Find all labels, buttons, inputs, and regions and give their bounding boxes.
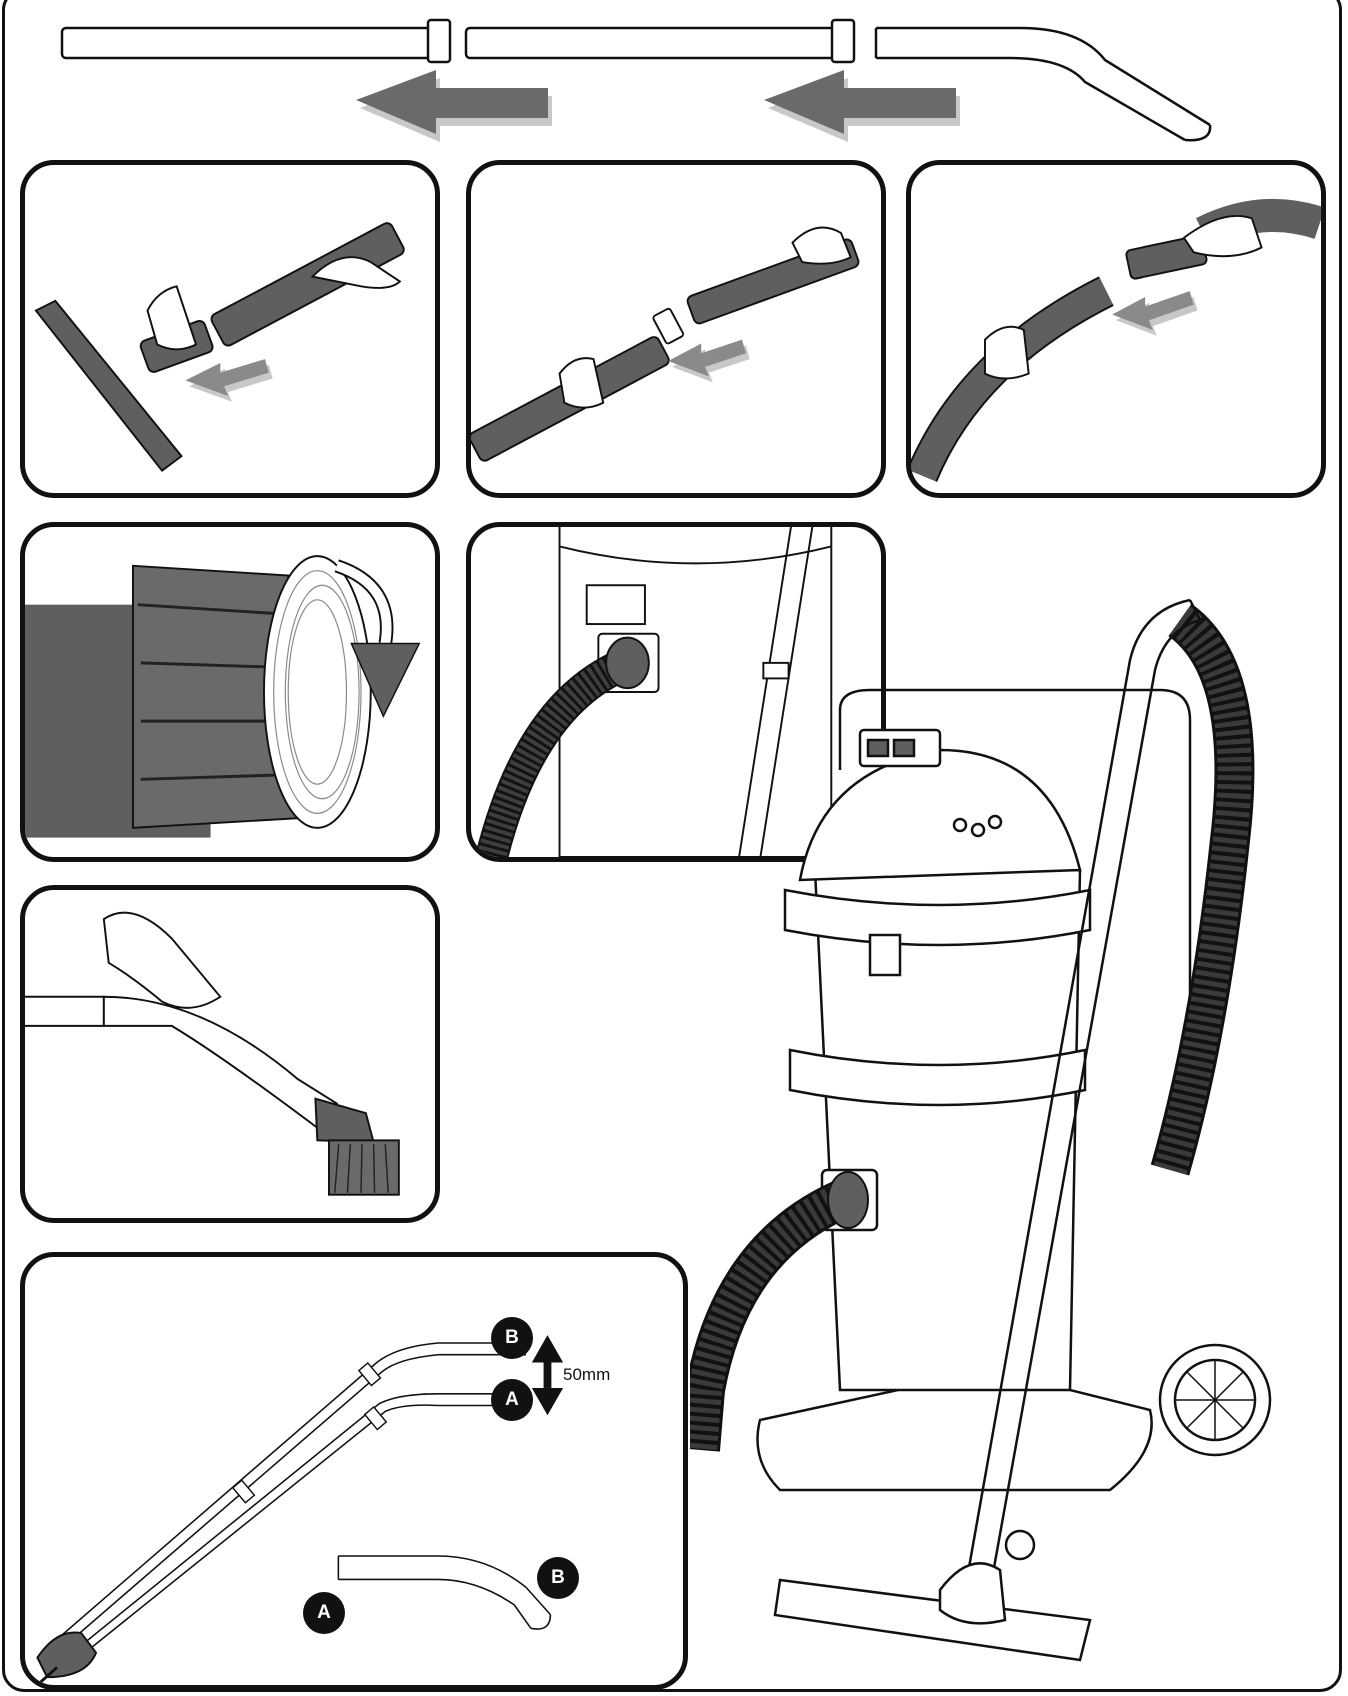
- curved-handle-tube: [874, 26, 1212, 142]
- vacuum-base: [756, 1343, 1272, 1561]
- panel-screw-hose-cuff: [20, 522, 440, 862]
- panel-insert-hose-inlet: [466, 522, 886, 862]
- straight-tube-2: [464, 18, 856, 64]
- arrow-left-icon: [764, 70, 960, 142]
- arrow-left-icon: [356, 70, 552, 142]
- panel-connect-hose-handle: [906, 160, 1326, 498]
- panel-attach-brush: [20, 885, 440, 1223]
- straight-tube-1: [60, 18, 452, 64]
- point-b-marker: B: [491, 1317, 533, 1359]
- panel-join-tubes: [466, 160, 886, 498]
- floor-tool: [773, 1562, 1092, 1662]
- point-a-marker: A: [491, 1379, 533, 1421]
- rotate-clockwise-icon: [334, 559, 421, 718]
- double-arrow-vertical-icon: [531, 1335, 564, 1416]
- brush-illustration: [25, 911, 400, 1196]
- motor-head: [798, 688, 1192, 1150]
- arrow-left-icon: [185, 359, 273, 402]
- handle-height-illustration: [36, 1335, 564, 1685]
- panel-handle-height-adjust: B A 50mm A B: [20, 1252, 688, 1690]
- hose-inlet-illustration: [475, 527, 833, 857]
- extension-handle: [963, 598, 1202, 1591]
- hose-handle-illustration: [911, 198, 1321, 483]
- height-dimension-label: 50mm: [563, 1365, 611, 1384]
- arrow-left-icon: [1112, 291, 1198, 336]
- vacuum-tank: [783, 868, 1092, 1392]
- hose-cuff-illustration: [25, 555, 421, 838]
- assembled-wet-dry-vacuum: [690, 598, 1272, 1662]
- tube-end-a-marker: A: [303, 1592, 345, 1634]
- floor-tool-illustration: [34, 222, 405, 473]
- panel-attach-floor-tool: [20, 160, 440, 498]
- tube-end-b-marker: B: [537, 1557, 579, 1599]
- arrow-left-icon: [668, 339, 750, 383]
- join-tubes-illustration: [471, 226, 860, 462]
- tube-assembly-strip: [60, 18, 1212, 142]
